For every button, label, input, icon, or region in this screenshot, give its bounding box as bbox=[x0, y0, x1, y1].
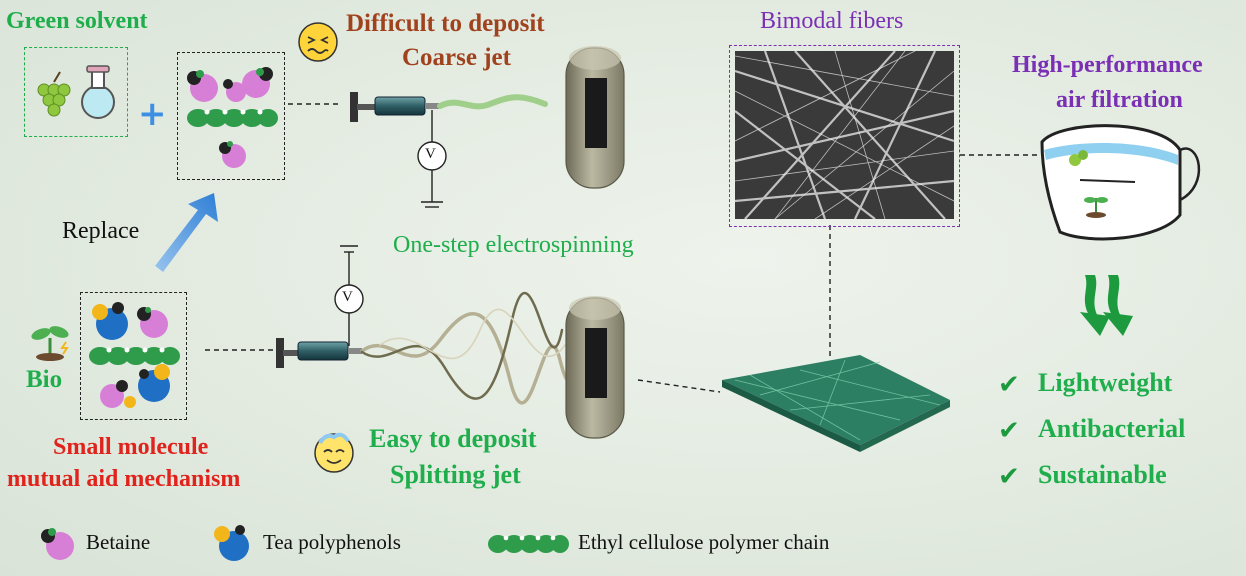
voltmeter-symbol-top: V bbox=[425, 146, 436, 162]
bimodal-label: Bimodal fibers bbox=[760, 8, 904, 34]
easy-label: Easy to deposit bbox=[369, 424, 537, 453]
flask-icon bbox=[81, 65, 115, 119]
feature-label: Lightweight bbox=[1038, 368, 1173, 397]
coarse-jet-label: Coarse jet bbox=[402, 44, 511, 71]
filtration-title-line2: air filtration bbox=[1056, 87, 1183, 113]
sad-face-icon bbox=[298, 22, 338, 62]
syringe-icon-2 bbox=[276, 338, 362, 368]
ethyl-legend-label: Ethyl cellulose polymer chain bbox=[578, 530, 830, 554]
plus-icon: + bbox=[138, 94, 167, 134]
check-icon: ✔ bbox=[998, 462, 1020, 492]
check-icon: ✔ bbox=[998, 370, 1020, 400]
collector-icon bbox=[565, 46, 625, 189]
feature-label: Sustainable bbox=[1038, 460, 1167, 489]
sem-image bbox=[735, 51, 954, 219]
green-solvent-box bbox=[24, 47, 128, 137]
molecule-box-top bbox=[177, 52, 285, 180]
bio-label: Bio bbox=[26, 366, 63, 393]
voltmeter-icon-2 bbox=[334, 245, 364, 346]
betaine-legend-label: Betaine bbox=[86, 530, 151, 554]
happy-face-icon bbox=[314, 432, 354, 473]
molecule-cluster-bottom bbox=[89, 302, 180, 408]
check-icon: ✔ bbox=[998, 416, 1020, 446]
down-arrows-icon bbox=[1080, 275, 1133, 336]
collector-icon-2 bbox=[565, 296, 625, 439]
voltmeter-icon bbox=[417, 110, 447, 208]
mechanism-line2: mutual aid mechanism bbox=[7, 466, 241, 492]
splitting-jet bbox=[360, 291, 580, 405]
mask-icon bbox=[1040, 124, 1201, 241]
mechanism-line1: Small molecule bbox=[53, 434, 209, 460]
filtration-title-line1: High-performance bbox=[1012, 52, 1203, 78]
fiber-mat bbox=[722, 355, 950, 452]
voltmeter-symbol-bottom: V bbox=[342, 289, 353, 305]
syringe-icon bbox=[350, 92, 439, 122]
splitting-jet-label: Splitting jet bbox=[390, 460, 521, 489]
grape-icon bbox=[37, 65, 115, 119]
tea-legend-icon bbox=[214, 525, 249, 561]
connector-lines bbox=[205, 103, 1040, 393]
ethyl-legend-icon bbox=[488, 535, 569, 553]
molecule-box-bottom bbox=[80, 292, 187, 420]
one-step-label: One-step electrospinning bbox=[393, 232, 634, 258]
sprout-icon bbox=[31, 326, 69, 361]
replace-label: Replace bbox=[62, 218, 140, 244]
replace-arrow bbox=[150, 193, 218, 272]
betaine-legend-icon bbox=[41, 528, 74, 560]
coarse-jet bbox=[437, 94, 548, 110]
feature-label: Antibacterial bbox=[1038, 414, 1186, 443]
sem-image-frame bbox=[729, 45, 960, 227]
tea-legend-label: Tea polyphenols bbox=[263, 530, 401, 554]
difficult-label: Difficult to deposit bbox=[346, 10, 545, 37]
molecule-cluster-top bbox=[187, 67, 278, 168]
green-solvent-label: Green solvent bbox=[6, 8, 148, 34]
